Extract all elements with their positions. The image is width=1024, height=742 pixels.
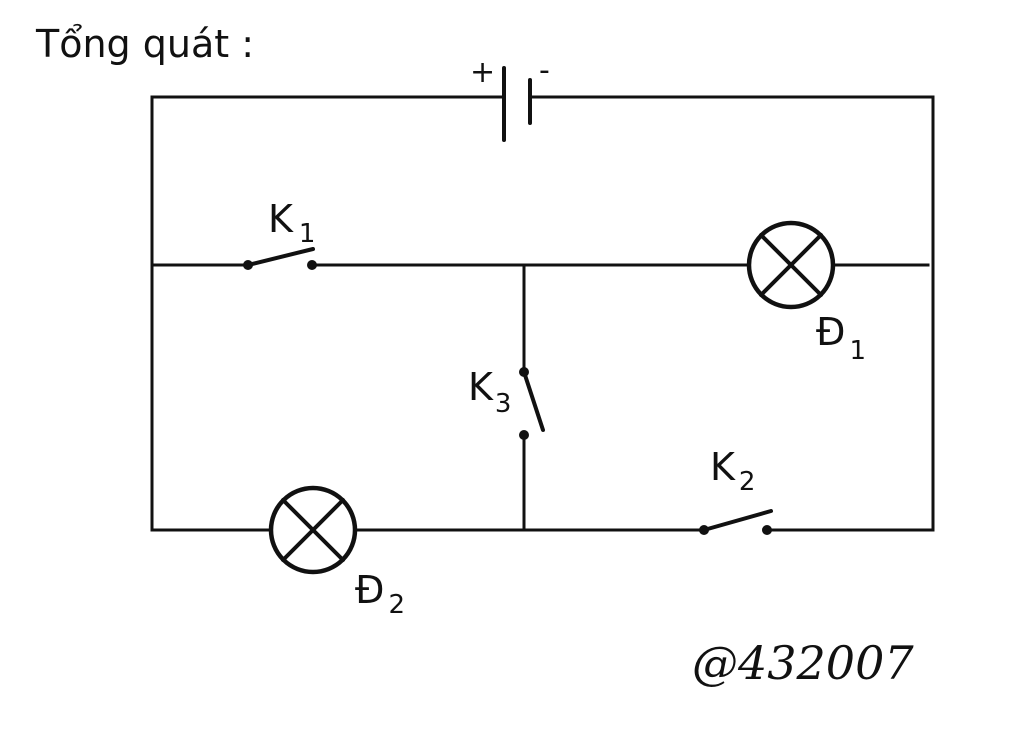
lamp-d1-letter: Đ	[816, 310, 845, 354]
diagram-title: Tổng quát :	[36, 22, 255, 66]
switch-k3[interactable]: K3	[468, 365, 545, 440]
lamp-d2-subscript: 2	[388, 590, 405, 620]
lamp-d1-cross-b	[759, 233, 823, 297]
lamp-d1-subscript: 1	[849, 336, 866, 366]
switch-k1-blade	[246, 247, 315, 267]
switch-k2-subscript: 2	[739, 467, 756, 497]
switch-k2-letter: K	[710, 445, 736, 489]
switch-k3-subscript: 3	[495, 389, 512, 419]
switch-k1-subscript: 1	[299, 219, 316, 249]
battery: + -	[470, 53, 550, 142]
switch-k3-blade	[522, 370, 545, 432]
battery-minus-sign: -	[539, 53, 550, 88]
battery-plus-sign: +	[470, 55, 495, 90]
watermark: @432007	[692, 636, 914, 690]
switch-k3-letter: K	[468, 365, 494, 409]
switch-k2-blade	[702, 509, 773, 532]
lamp-d2-cross-b	[281, 498, 345, 562]
switch-k3-label: K3	[468, 365, 511, 419]
switch-k1-letter: K	[268, 197, 294, 241]
lamp-d2-letter: Đ	[355, 568, 384, 612]
